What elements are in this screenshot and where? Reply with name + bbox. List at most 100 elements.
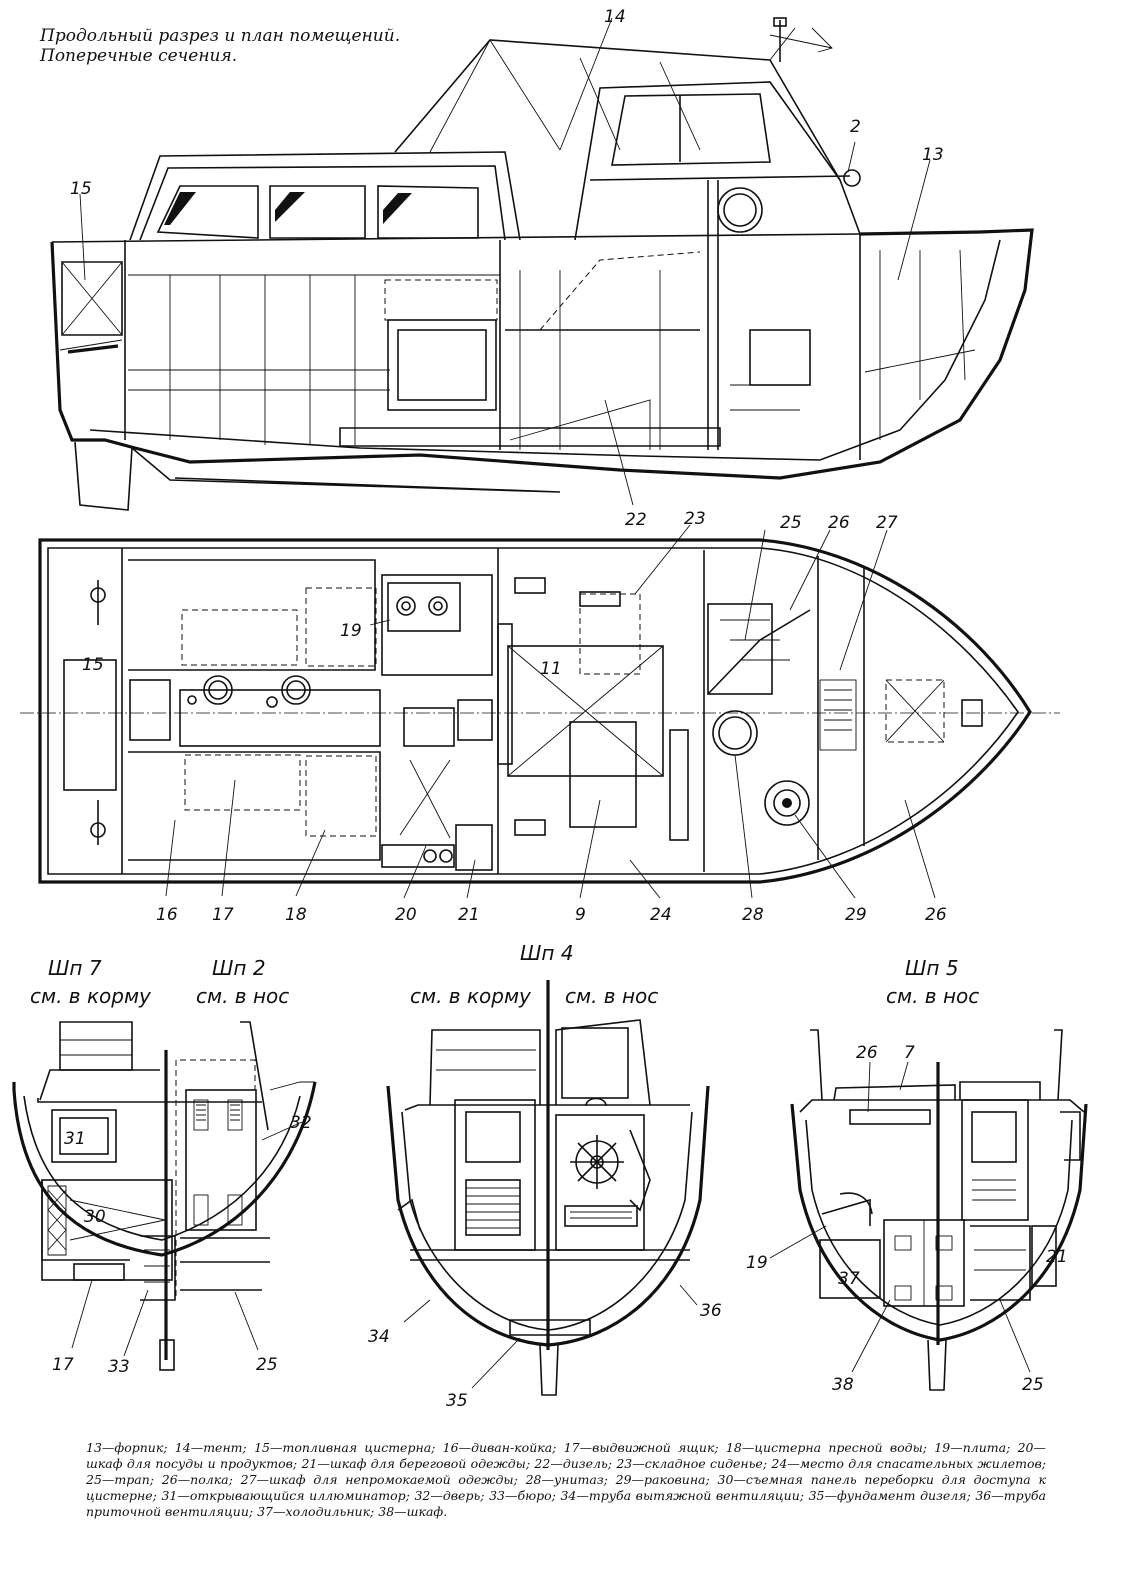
- callout-9: 9: [575, 905, 586, 925]
- callout-15-profile: 15: [70, 179, 92, 199]
- legend-text: трап;: [114, 1472, 154, 1487]
- legend-dash: —: [991, 1488, 1004, 1503]
- legend-number: 32: [414, 1488, 431, 1503]
- legend-number: 15: [254, 1440, 270, 1455]
- legend-text: бюро;: [517, 1488, 556, 1503]
- legend-dash: —: [504, 1488, 518, 1503]
- legend-dash: —: [190, 1440, 204, 1455]
- legend-dash: —: [269, 1440, 283, 1455]
- legend-text: форпик;: [114, 1440, 168, 1455]
- legend: 13—форпик; 14—тент; 15—топливная цистерн…: [86, 1440, 1046, 1520]
- callout-32: 32: [290, 1113, 312, 1133]
- callout-29: 29: [845, 905, 867, 925]
- callout-30: 30: [84, 1207, 106, 1227]
- callout-24: 24: [650, 905, 672, 925]
- legend-text: шкаф для посуды и продуктов;: [86, 1456, 298, 1471]
- legend-item: 21—шкаф для береговой одежды;: [301, 1456, 530, 1471]
- legend-item: 24—место для спасательных жилетов;: [771, 1456, 1046, 1471]
- legend-item: 25—трап;: [86, 1472, 154, 1487]
- legend-dash: —: [1033, 1440, 1046, 1455]
- legend-text: дверь;: [442, 1488, 485, 1503]
- legend-number: 17: [563, 1440, 580, 1455]
- longitudinal-section: [50, 17, 1034, 511]
- callout-20: 20: [395, 905, 417, 925]
- callout-23: 23: [684, 509, 706, 529]
- legend-text: шкаф для непромокаемой одежды;: [269, 1472, 518, 1487]
- section-sp7: Шп 7: [48, 956, 102, 980]
- legend-text: место для спасательных жилетов;: [799, 1456, 1047, 1471]
- legend-text: съемная панель переборки для доступа к ц…: [86, 1472, 1046, 1503]
- section-sp2: Шп 2: [212, 956, 266, 980]
- legend-number: 33: [489, 1488, 505, 1503]
- legend-item: 28—унитаз;: [526, 1472, 608, 1487]
- sp5-leaders: [769, 1061, 1031, 1373]
- callout-15-plan: 15: [82, 655, 104, 675]
- callout-34: 34: [368, 1327, 390, 1347]
- legend-text: выдвижной ящик;: [592, 1440, 719, 1455]
- legend-number: 22: [534, 1456, 551, 1471]
- legend-dash: —: [317, 1456, 330, 1471]
- legend-dash: —: [632, 1456, 645, 1471]
- callout-26-sect: 26: [856, 1043, 878, 1063]
- callout-31: 31: [64, 1129, 86, 1149]
- callout-27: 27: [876, 513, 898, 533]
- legend-item: 23—складное сиденье;: [616, 1456, 767, 1471]
- legend-text: дизель;: [562, 1456, 612, 1471]
- legend-dash: —: [430, 1488, 443, 1503]
- deck-plan: [20, 538, 1060, 884]
- callout-25-sect-a: 25: [256, 1355, 278, 1375]
- legend-number: 14: [174, 1440, 191, 1455]
- section-sp2-dir: см. в нос: [196, 984, 289, 1008]
- legend-item: 15—топливная цистерна;: [254, 1440, 435, 1455]
- legend-item: 34—труба вытяжной вентиляции;: [560, 1488, 804, 1503]
- legend-dash: —: [631, 1472, 645, 1487]
- callout-14: 14: [604, 7, 626, 27]
- title-line-2: Поперечные сечения.: [40, 46, 238, 66]
- legend-number: 26: [161, 1472, 178, 1487]
- legend-number: 30: [717, 1472, 734, 1487]
- legend-number: 36: [975, 1488, 992, 1503]
- legend-item: 22—дизель;: [534, 1456, 612, 1471]
- legend-item: 20—шкаф для посуды и продуктов;: [86, 1440, 1046, 1471]
- legend-text: унитаз;: [553, 1472, 608, 1487]
- legend-item: 35—фундамент дизеля;: [809, 1488, 971, 1503]
- legend-number: 38: [378, 1504, 395, 1519]
- legend-item: 14—тент;: [175, 1440, 247, 1455]
- callout-37: 37: [838, 1269, 860, 1289]
- legend-item: 33—бюро;: [489, 1488, 556, 1503]
- legend-dash: —: [177, 1472, 191, 1487]
- callout-38: 38: [832, 1375, 854, 1395]
- legend-dash: —: [733, 1472, 746, 1487]
- callout-22: 22: [625, 510, 647, 530]
- legend-text: полка;: [190, 1472, 233, 1487]
- legend-dash: —: [787, 1456, 800, 1471]
- legend-dash: —: [394, 1504, 407, 1519]
- legend-dash: —: [101, 1472, 115, 1487]
- legend-number: 24: [771, 1456, 788, 1471]
- callout-13: 13: [922, 145, 944, 165]
- section-sp4-dir-aft: см. в корму: [410, 984, 532, 1008]
- legend-number: 28: [525, 1472, 542, 1487]
- section-sp4-dir-fwd: см. в нос: [565, 984, 658, 1008]
- title-line-1: Продольный разрез и план помещений.: [40, 26, 401, 46]
- callout-35: 35: [446, 1391, 468, 1411]
- legend-text: фундамент дизеля;: [836, 1488, 971, 1503]
- legend-item: 31—открывающийся иллюминатор;: [161, 1488, 409, 1503]
- legend-item: 18—цистерна пресной воды;: [726, 1440, 927, 1455]
- legend-text: тент;: [203, 1440, 247, 1455]
- legend-item: 29—раковина;: [616, 1472, 710, 1487]
- legend-text: топливная цистерна;: [282, 1440, 436, 1455]
- legend-dash: —: [950, 1440, 963, 1455]
- callout-11: 11: [540, 659, 562, 679]
- callout-19-sect: 19: [746, 1253, 768, 1273]
- plan-leaders: [165, 524, 936, 899]
- callout-25-plan: 25: [780, 513, 802, 533]
- callout-21-sect: 21: [1046, 1247, 1068, 1267]
- legend-text: цистерна пресной воды;: [754, 1440, 927, 1455]
- legend-dash: —: [741, 1440, 755, 1455]
- legend-text: труба вытяжной вентиляции;: [588, 1488, 804, 1503]
- legend-item: 37—холодильник;: [257, 1504, 374, 1519]
- legend-number: 35: [808, 1488, 825, 1503]
- legend-dash: —: [576, 1488, 589, 1503]
